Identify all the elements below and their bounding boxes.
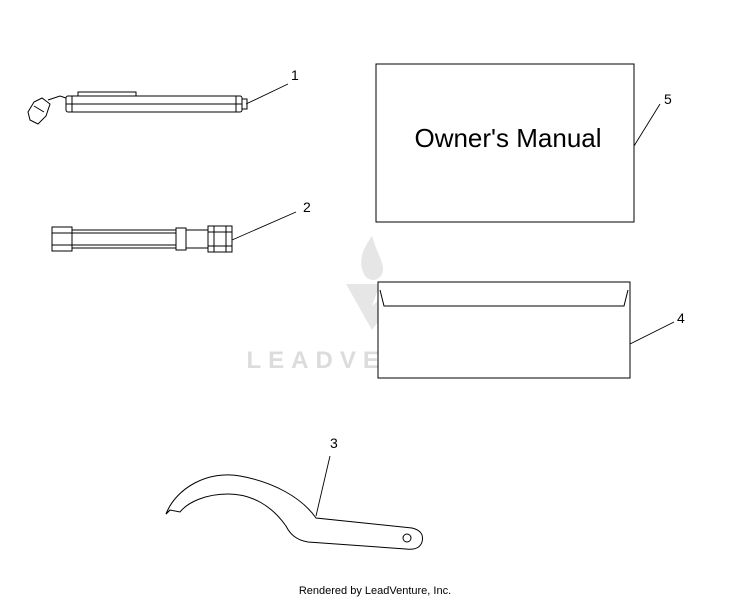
part-3-spanner-wrench bbox=[165, 474, 423, 550]
footer-rendered-by: Rendered by LeadVenture, Inc. bbox=[298, 585, 452, 597]
callout-2-number: 2 bbox=[303, 199, 311, 215]
callout-4-leader bbox=[629, 321, 675, 345]
callout-4-number: 4 bbox=[677, 310, 685, 326]
callout-3-number: 3 bbox=[330, 435, 338, 451]
callout-5-number: 5 bbox=[664, 91, 672, 107]
part-5-owners-manual: Owner's Manual bbox=[375, 63, 635, 223]
part-2-extension-tool bbox=[51, 225, 233, 253]
callout-leaders bbox=[231, 83, 675, 517]
callout-5-leader bbox=[633, 103, 661, 147]
part-4-envelope bbox=[377, 281, 631, 379]
callout-2-leader bbox=[231, 211, 297, 241]
callout-1-number: 1 bbox=[291, 67, 299, 83]
callout-1-leader bbox=[245, 83, 289, 105]
callout-3-leader bbox=[315, 455, 331, 517]
owners-manual-label: Owner's Manual bbox=[414, 123, 601, 153]
part-1-tire-gauge bbox=[27, 91, 248, 125]
callout-numbers: 1 2 3 4 5 bbox=[291, 67, 685, 451]
